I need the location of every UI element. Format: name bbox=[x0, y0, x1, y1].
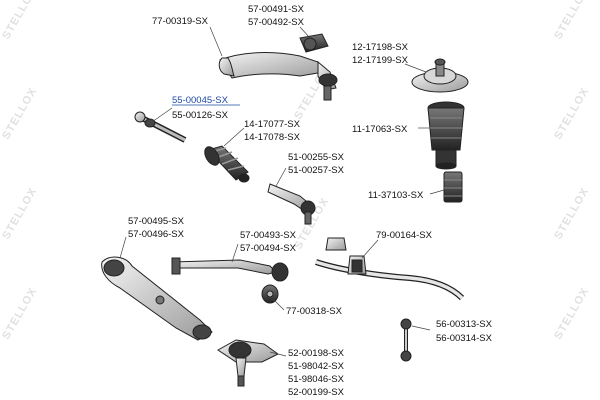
watermark-text: STELLOX bbox=[0, 286, 39, 342]
bump-stop-illustration[interactable] bbox=[443, 171, 463, 203]
part-number-label[interactable]: 56-00314-SX bbox=[436, 333, 493, 344]
part-number-label[interactable]: 14-17078-SX bbox=[244, 132, 301, 143]
tie-rod-illustration[interactable] bbox=[134, 111, 187, 143]
stabilizer-link-illustration[interactable] bbox=[400, 318, 412, 362]
strut-bar-illustration[interactable] bbox=[171, 257, 289, 282]
part-number-label[interactable]: 51-00255-SX bbox=[288, 152, 345, 163]
steering-boot-illustration[interactable] bbox=[202, 144, 250, 183]
watermark-text: STELLOX bbox=[552, 186, 591, 242]
part-number-label[interactable]: 79-00164-SX bbox=[376, 230, 433, 241]
part-number-label[interactable]: 57-00493-SX bbox=[240, 230, 297, 241]
part-number-label[interactable]: 57-00491-SX bbox=[248, 4, 305, 15]
watermark-text: STELLOX bbox=[552, 86, 591, 142]
part-number-label[interactable]: 57-00496-SX bbox=[128, 229, 185, 240]
part-number-label[interactable]: 57-00494-SX bbox=[240, 243, 297, 254]
part-number-label[interactable]: 57-00495-SX bbox=[128, 216, 185, 227]
part-number-label[interactable]: 51-00257-SX bbox=[288, 165, 345, 176]
part-number-label[interactable]: 14-17077-SX bbox=[244, 119, 301, 130]
watermark-text: STELLOX bbox=[0, 0, 39, 42]
part-number-label[interactable]: 56-00313-SX bbox=[436, 319, 493, 330]
part-number-label[interactable]: 55-00126-SX bbox=[172, 110, 229, 121]
lower-control-arm-illustration[interactable] bbox=[101, 256, 213, 341]
part-number-label-highlighted[interactable]: 55-00045-SX bbox=[172, 95, 229, 106]
part-number-label[interactable]: 57-00492-SX bbox=[248, 17, 305, 28]
part-number-label[interactable]: 51-98042-SX bbox=[288, 361, 345, 372]
part-number-label[interactable]: 12-17198-SX bbox=[352, 42, 409, 53]
part-number-label[interactable]: 11-17063-SX bbox=[352, 124, 408, 135]
watermark-text: STELLOX bbox=[552, 0, 591, 42]
strut-mount-illustration[interactable] bbox=[411, 58, 469, 93]
watermark-text: STELLOX bbox=[0, 86, 39, 142]
part-number-label[interactable]: 52-00199-SX bbox=[288, 387, 345, 398]
arm-bushing-illustration[interactable] bbox=[261, 284, 279, 304]
ball-joint-illustration[interactable] bbox=[217, 339, 279, 387]
part-number-label[interactable]: 52-00198-SX bbox=[288, 348, 345, 359]
part-number-label[interactable]: 77-00319-SX bbox=[152, 16, 209, 27]
part-number-label[interactable]: 77-00318-SX bbox=[286, 306, 343, 317]
tie-rod-end-illustration[interactable] bbox=[267, 183, 316, 225]
part-number-label[interactable]: 11-37103-SX bbox=[368, 190, 424, 201]
watermark-text: STELLOX bbox=[552, 286, 591, 342]
upper-control-arm-illustration[interactable] bbox=[218, 33, 338, 101]
stabilizer-bar-illustration[interactable] bbox=[315, 237, 465, 301]
shock-boot-illustration[interactable] bbox=[427, 101, 465, 170]
part-labels: 77-00319-SX 57-00491-SX 57-00492-SX 12-1… bbox=[128, 4, 493, 398]
part-number-label[interactable]: 51-98046-SX bbox=[288, 374, 345, 385]
part-number-label[interactable]: 12-17199-SX bbox=[352, 55, 409, 66]
watermark-text: STELLOX bbox=[0, 186, 39, 242]
